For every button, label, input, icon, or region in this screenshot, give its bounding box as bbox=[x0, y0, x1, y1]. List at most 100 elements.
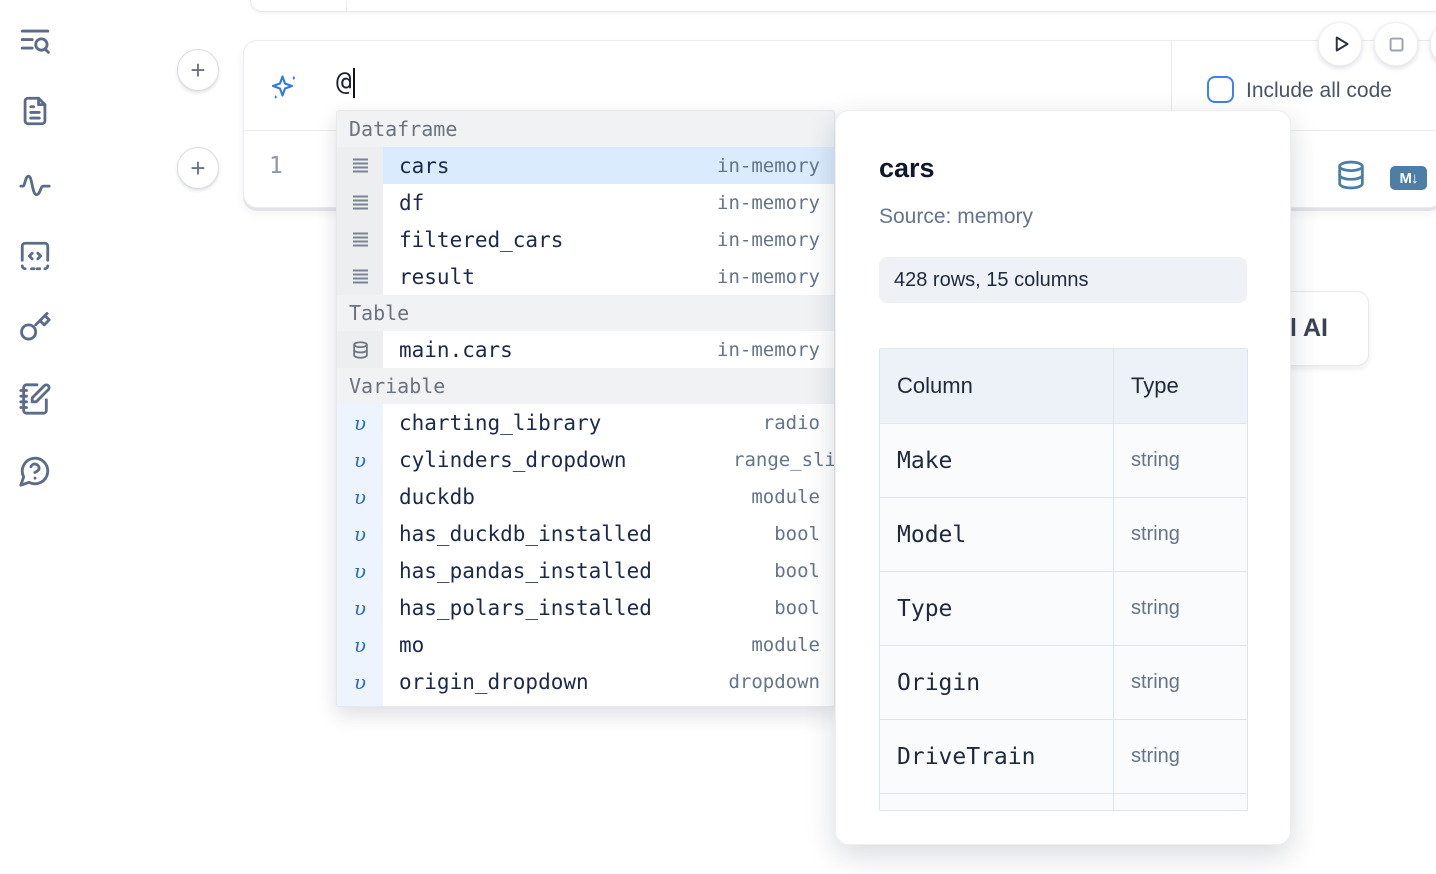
variable-icon: υ bbox=[353, 484, 367, 509]
dataframe-icon bbox=[352, 268, 369, 285]
item-type: in-memory bbox=[717, 154, 820, 177]
variable-icon: υ bbox=[353, 410, 367, 435]
section-header-dataframe: Dataframe bbox=[337, 111, 834, 147]
item-type: in-memory bbox=[717, 191, 820, 214]
preview-title: cars bbox=[879, 153, 935, 183]
database-icon bbox=[352, 340, 369, 359]
activity-icon[interactable] bbox=[16, 165, 54, 203]
item-name: cars bbox=[399, 153, 450, 178]
item-name: has_duckdb_installed bbox=[399, 521, 652, 546]
item-name: result bbox=[399, 264, 475, 289]
cell-divider bbox=[346, 1, 347, 12]
item-type: bool bbox=[774, 559, 820, 582]
item-name: has_pandas_installed bbox=[399, 558, 652, 583]
item-name: duckdb bbox=[399, 484, 475, 509]
code-square-icon[interactable] bbox=[16, 237, 54, 275]
section-header-variable: Variable bbox=[337, 368, 834, 404]
column-type: string bbox=[1131, 449, 1180, 471]
section-header-table: Table bbox=[337, 295, 834, 331]
item-name: df bbox=[399, 190, 425, 215]
item-name: charting_library bbox=[399, 410, 602, 435]
completion-item[interactable]: filtered_cars in-memory bbox=[337, 221, 834, 258]
completion-item[interactable]: result in-memory bbox=[337, 258, 834, 295]
prompt-text: @ bbox=[336, 67, 352, 97]
column-type: string bbox=[1131, 745, 1180, 767]
ai-button-label: AI bbox=[1302, 314, 1328, 342]
dataframe-icon bbox=[352, 157, 369, 174]
table-row: Make string bbox=[880, 423, 1247, 497]
variable-icon: υ bbox=[353, 558, 367, 583]
item-type: range_slider bbox=[733, 448, 835, 471]
autocomplete-dropdown: Dataframe cars in-memory df in-memory filt… bbox=[336, 110, 835, 707]
completion-item[interactable]: main.cars in-memory bbox=[337, 331, 834, 368]
add-cell-below-button[interactable]: + bbox=[177, 147, 219, 189]
include-all-code-checkbox[interactable] bbox=[1207, 76, 1234, 103]
variable-icon: υ bbox=[353, 595, 367, 620]
column-name: DriveTrain bbox=[897, 743, 1036, 770]
schema-header-row: Column Type bbox=[880, 349, 1247, 423]
table-row: Origin string bbox=[880, 645, 1247, 719]
dataframe-preview-panel: cars Source: memory 428 rows, 15 columns… bbox=[835, 110, 1291, 845]
table-row: Model string bbox=[880, 497, 1247, 571]
completion-item[interactable]: df in-memory bbox=[337, 184, 834, 221]
completion-item[interactable]: υ cylinders_dropdown range_slider bbox=[337, 441, 834, 478]
table-row: Type string bbox=[880, 571, 1247, 645]
previous-cell-partial bbox=[250, 0, 1436, 12]
ai-prompt-input[interactable]: @ bbox=[336, 67, 355, 98]
column-name: Model bbox=[897, 521, 967, 548]
column-type: string bbox=[1131, 523, 1180, 545]
item-type: in-memory bbox=[717, 228, 820, 251]
column-name: Make bbox=[897, 447, 953, 474]
table-row-partial bbox=[880, 793, 1247, 810]
completion-item[interactable]: υ mo module bbox=[337, 626, 834, 663]
ai-sparkle-icon bbox=[270, 73, 298, 101]
item-type: module bbox=[751, 485, 820, 508]
item-type: in-memory bbox=[717, 265, 820, 288]
item-type: in-memory bbox=[717, 338, 820, 361]
variable-icon: υ bbox=[353, 632, 367, 657]
shape-badge: 428 rows, 15 columns bbox=[879, 257, 1247, 303]
item-name: pd bbox=[399, 707, 424, 708]
file-document-icon[interactable] bbox=[16, 92, 54, 130]
schema-table: Column Type Make string Model string Typ… bbox=[879, 348, 1248, 811]
add-cell-above-button[interactable]: + bbox=[177, 49, 219, 91]
item-name: cylinders_dropdown bbox=[399, 447, 627, 472]
item-type: dropdown bbox=[728, 670, 820, 693]
completion-item[interactable]: υ duckdb module bbox=[337, 478, 834, 515]
item-type: module bbox=[751, 633, 820, 656]
code-editor-row[interactable]: 1 M↓ bbox=[244, 131, 1436, 208]
run-cell-button[interactable] bbox=[1318, 22, 1362, 66]
dataframe-icon bbox=[352, 231, 369, 248]
item-name: has_polars_installed bbox=[399, 595, 652, 620]
item-name: filtered_cars bbox=[399, 227, 564, 252]
help-chat-icon[interactable] bbox=[16, 452, 54, 490]
include-all-code-label: Include all code bbox=[1246, 79, 1392, 102]
item-name: main.cars bbox=[399, 337, 513, 362]
variable-icon: υ bbox=[353, 669, 367, 694]
variable-icon: υ bbox=[353, 447, 367, 472]
item-name: origin_dropdown bbox=[399, 669, 589, 694]
completion-item[interactable]: υ origin_dropdown dropdown bbox=[337, 663, 834, 700]
column-header: Column bbox=[897, 373, 973, 398]
stop-button[interactable] bbox=[1374, 22, 1418, 66]
markdown-icon[interactable]: M↓ bbox=[1390, 166, 1427, 190]
item-name: mo bbox=[399, 632, 425, 657]
variable-icon: υ bbox=[353, 521, 367, 546]
text-search-icon[interactable] bbox=[16, 22, 54, 60]
notebook-pen-icon[interactable] bbox=[16, 380, 54, 418]
completion-item[interactable]: cars in-memory bbox=[337, 147, 834, 184]
item-type: bool bbox=[774, 522, 820, 545]
key-icon[interactable] bbox=[16, 308, 54, 346]
preview-source: Source: memory bbox=[879, 205, 1034, 228]
clipped-letter: l bbox=[1290, 314, 1297, 342]
completion-item[interactable]: υ has_duckdb_installed bool bbox=[337, 515, 834, 552]
variable-icon: υ bbox=[354, 707, 366, 708]
completion-item[interactable]: υ has_pandas_installed bool bbox=[337, 552, 834, 589]
dataframe-icon bbox=[352, 194, 369, 211]
database-view-icon[interactable] bbox=[1335, 159, 1367, 191]
completion-item[interactable]: υ pdmodule bbox=[337, 700, 834, 708]
line-number: 1 bbox=[269, 153, 283, 179]
